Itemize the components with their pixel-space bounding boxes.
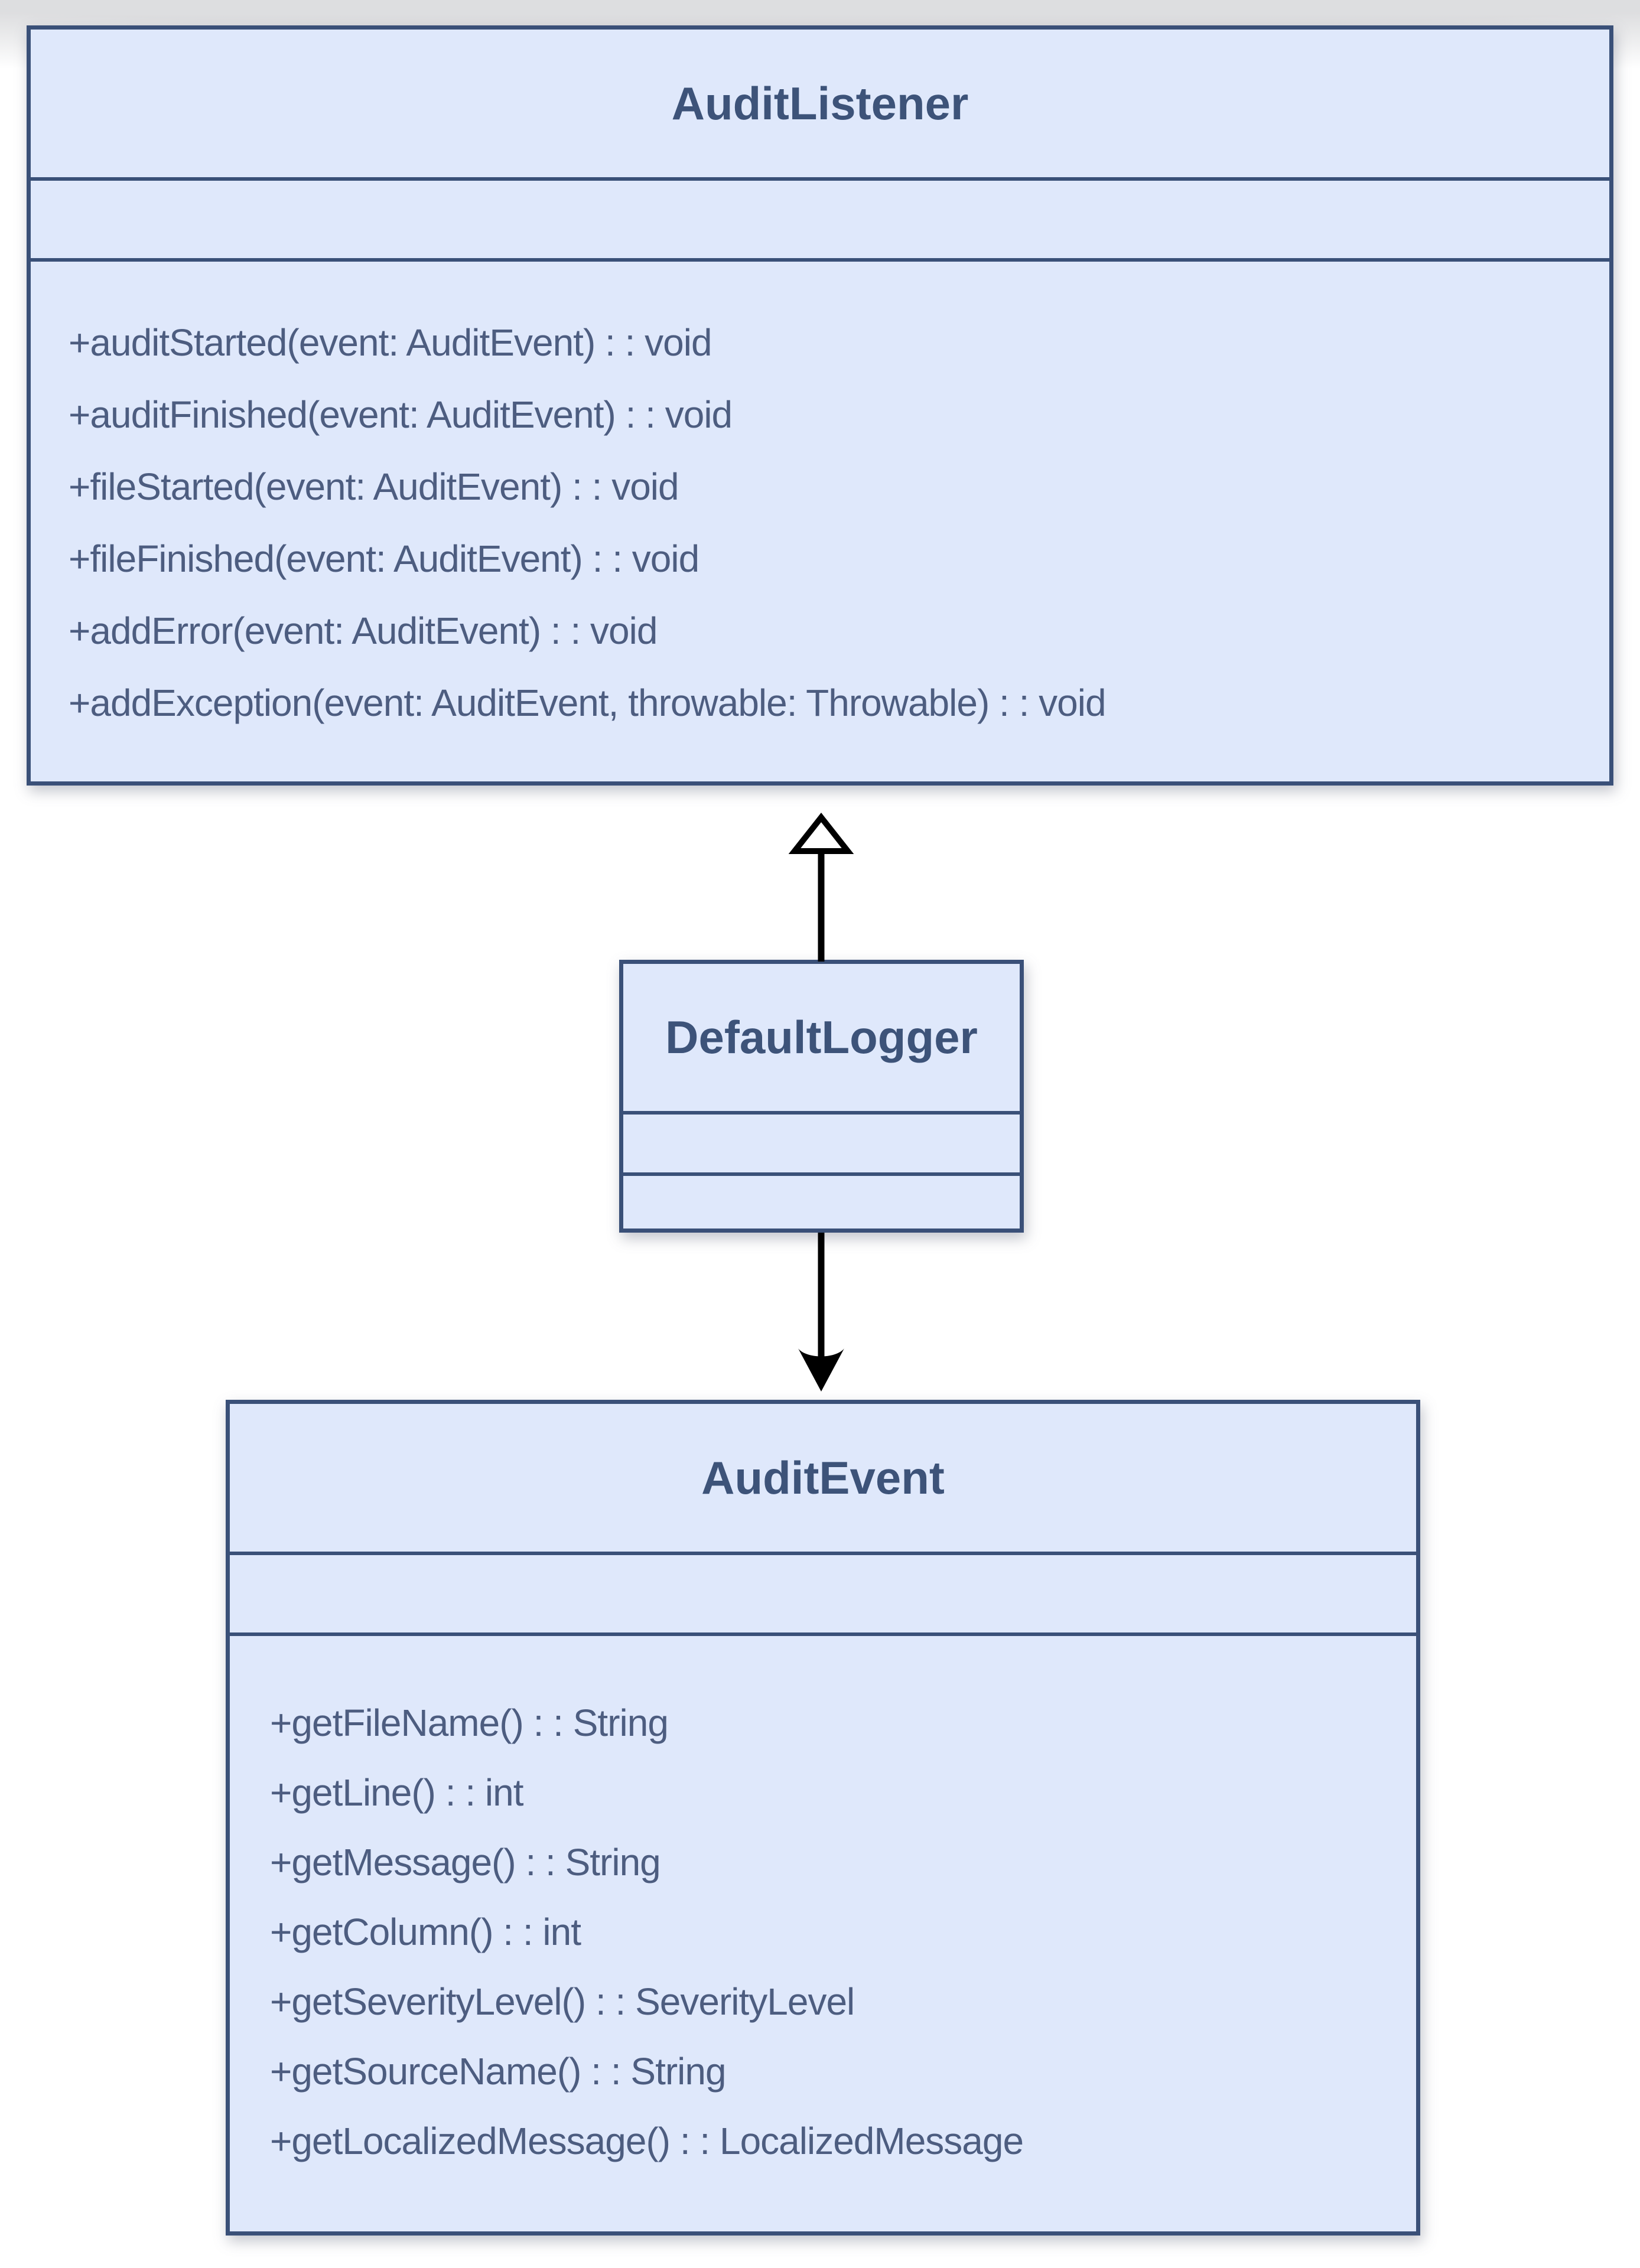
- method-item: +getFileName() : : String: [270, 1702, 669, 1744]
- method-item: +auditStarted(event: AuditEvent) : : voi…: [69, 321, 712, 364]
- method-item: +getMessage() : : String: [270, 1841, 661, 1884]
- attributes-compartment-auditevent: [230, 1552, 1416, 1632]
- method-item: +fileStarted(event: AuditEvent) : : void: [69, 465, 679, 508]
- class-box-auditevent: AuditEvent +getFileName() : : String +ge…: [226, 1400, 1420, 2236]
- attributes-compartment-defaultlogger: [623, 1111, 1020, 1172]
- filled-arrowhead-icon: [798, 1348, 844, 1392]
- method-item: +auditFinished(event: AuditEvent) : : vo…: [69, 393, 733, 436]
- generalization-arrow-defaultlogger-to-auditlistener: [788, 812, 854, 962]
- method-item: +getColumn() : : int: [270, 1911, 581, 1953]
- method-item: +addException(event: AuditEvent, throwab…: [69, 682, 1107, 724]
- method-item: +getLine() : : int: [270, 1771, 523, 1814]
- class-title-auditlistener: AuditListener: [671, 77, 969, 129]
- methods-compartment-auditlistener: +auditStarted(event: AuditEvent) : : voi…: [31, 258, 1609, 781]
- method-item: +getSourceName() : : String: [270, 2050, 727, 2093]
- hollow-triangle-arrowhead-icon: [788, 812, 854, 854]
- methods-compartment-auditevent: +getFileName() : : String +getLine() : :…: [230, 1632, 1416, 2231]
- methods-compartment-defaultlogger: [623, 1172, 1020, 1228]
- method-item: +getLocalizedMessage() : : LocalizedMess…: [270, 2120, 1024, 2162]
- class-box-defaultlogger: DefaultLogger: [619, 960, 1024, 1233]
- method-item: +getSeverityLevel() : : SeverityLevel: [270, 1980, 855, 2023]
- association-arrow-defaultlogger-to-auditevent: [798, 1233, 844, 1392]
- class-box-auditlistener: AuditListener +auditStarted(event: Audit…: [27, 25, 1613, 786]
- attributes-compartment-auditlistener: [31, 177, 1609, 258]
- method-item: +fileFinished(event: AuditEvent) : : voi…: [69, 537, 699, 580]
- class-title-auditevent: AuditEvent: [701, 1451, 945, 1504]
- class-title-defaultlogger: DefaultLogger: [665, 1011, 978, 1063]
- method-item: +addError(event: AuditEvent) : : void: [69, 610, 658, 652]
